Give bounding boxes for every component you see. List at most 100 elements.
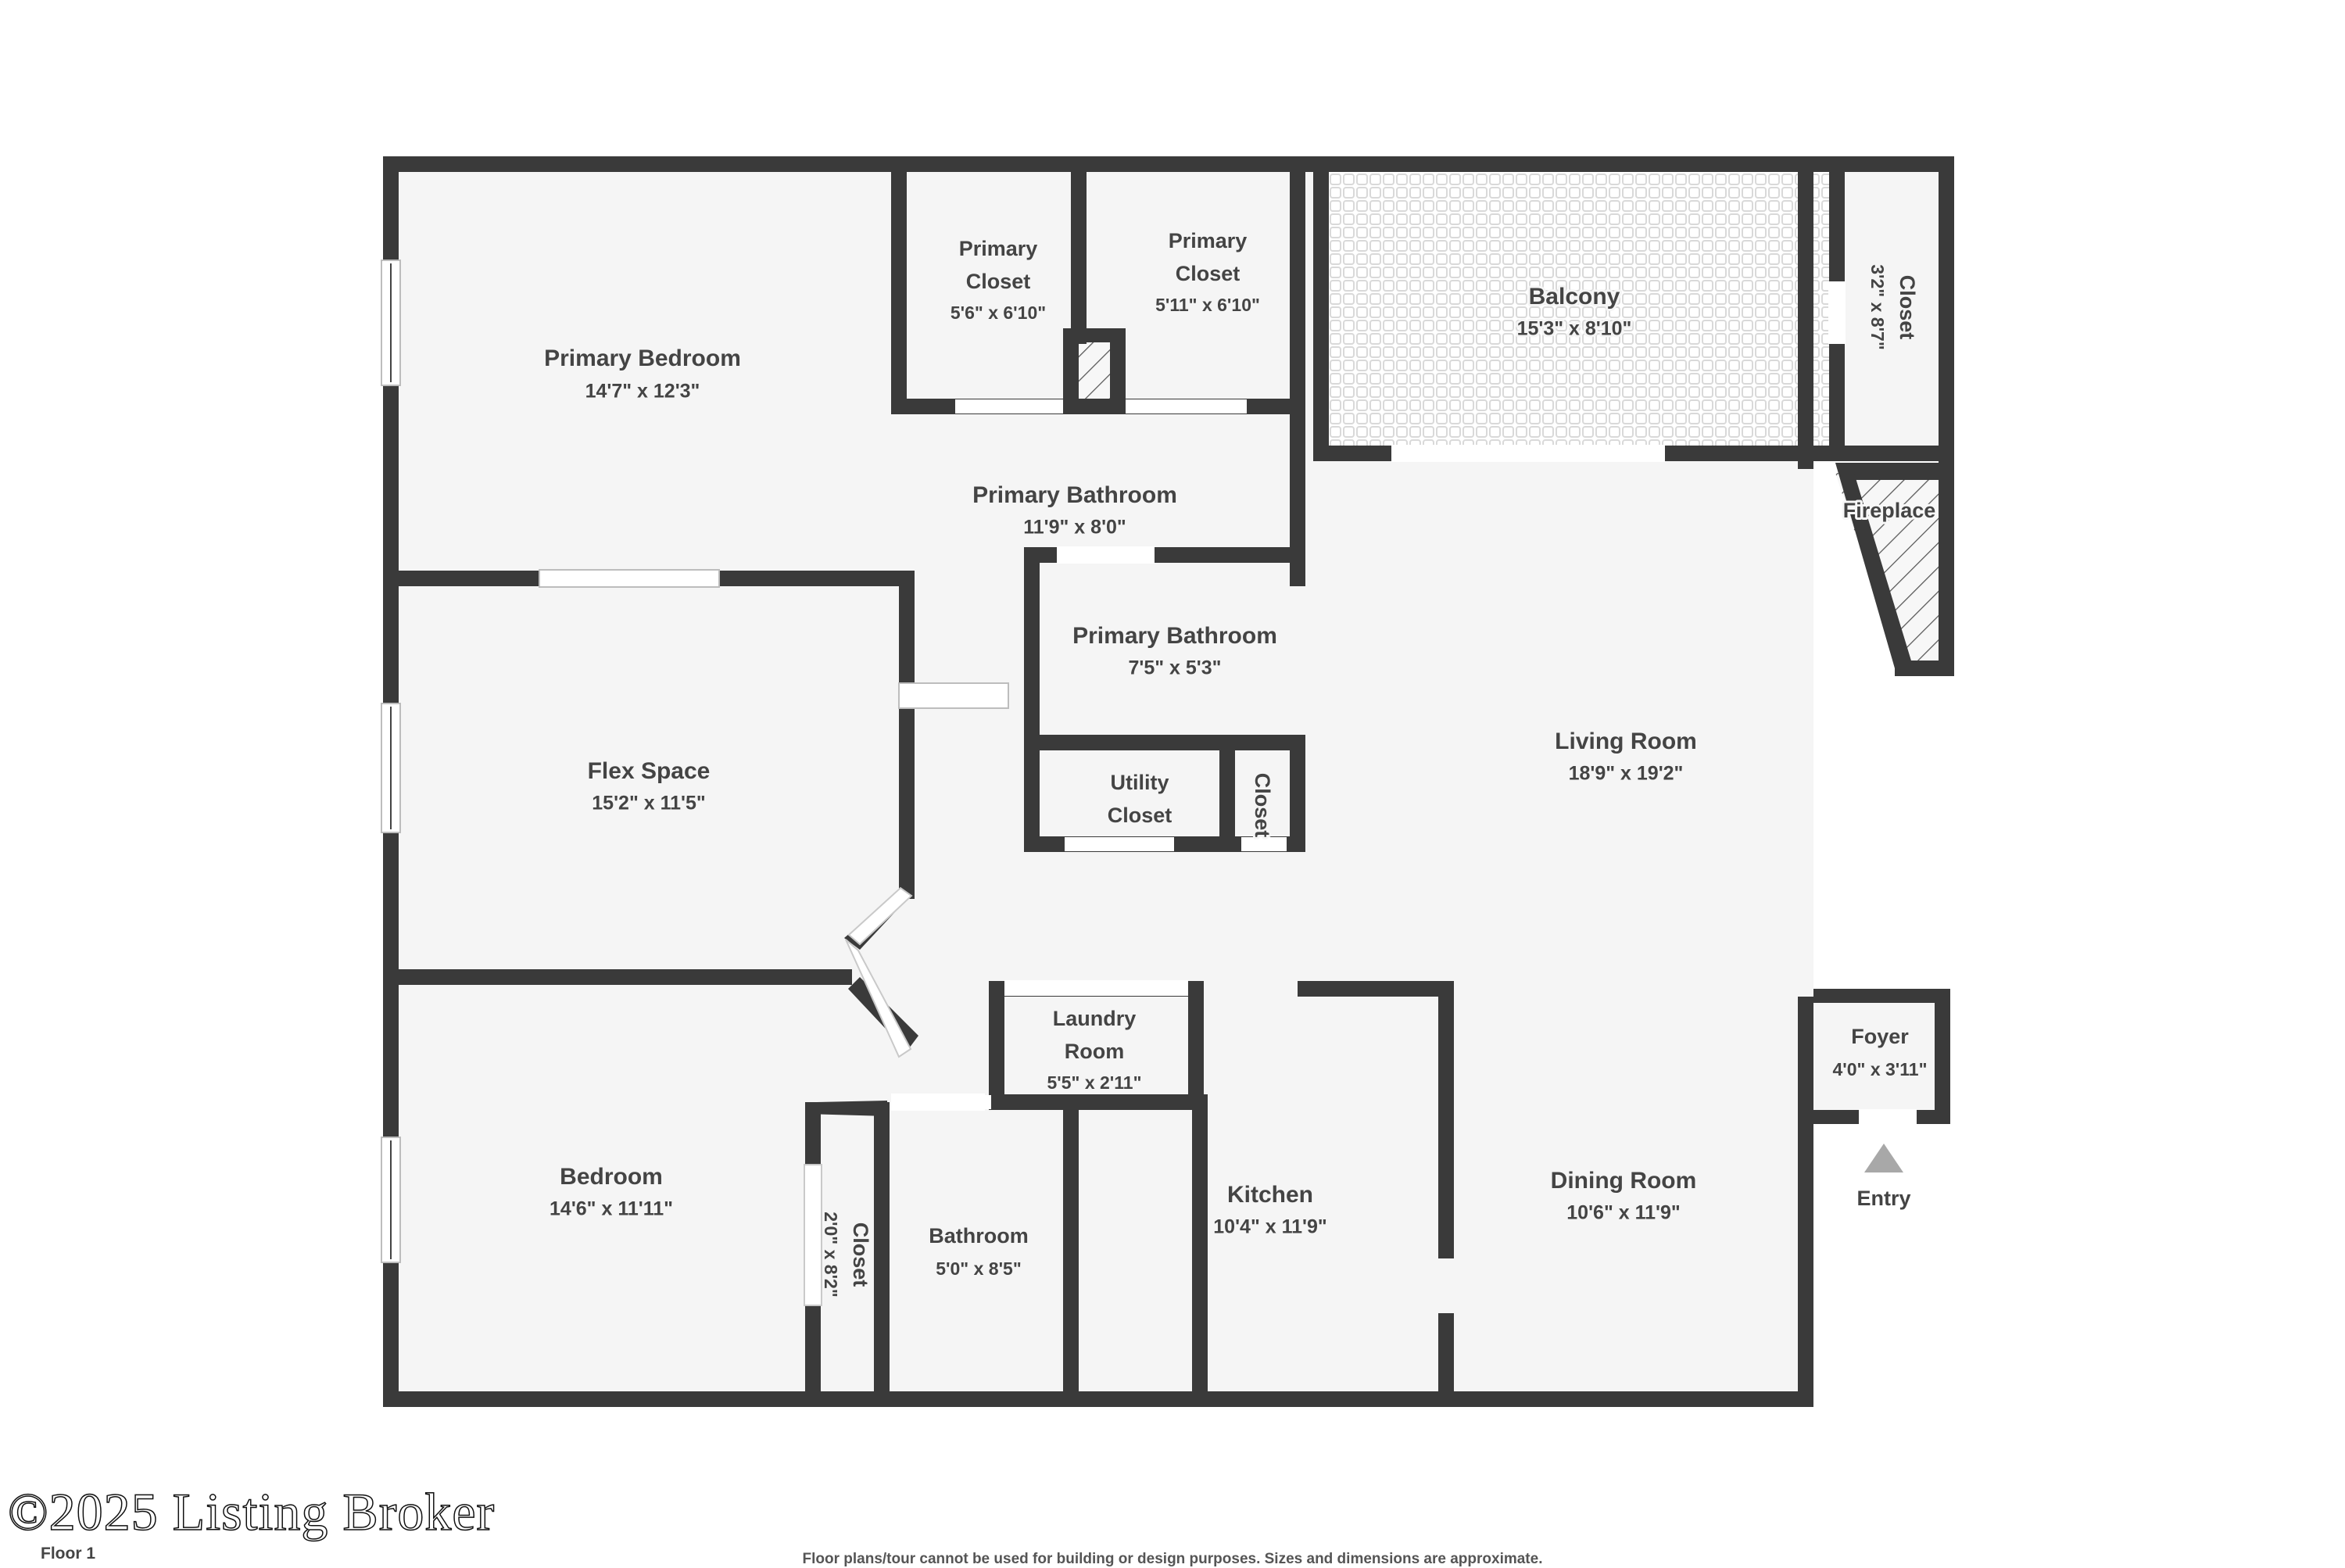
wall-kitchen-left bbox=[1192, 1094, 1208, 1407]
label-living-room-dim: 18'9" x 19'2" bbox=[1569, 763, 1684, 785]
label-foyer-dim: 4'0" x 3'11" bbox=[1832, 1059, 1927, 1079]
label-foyer-name: Foyer bbox=[1851, 1025, 1909, 1048]
label-closet-balcony-dim: 3'2" x 8'7" bbox=[1867, 264, 1888, 350]
wall-fireplace-top bbox=[1835, 463, 1954, 480]
door-laundry-top bbox=[1004, 980, 1188, 996]
disclaimer-text: Floor plans/tour cannot be used for buil… bbox=[802, 1551, 1543, 1567]
wall-column-top bbox=[1063, 328, 1126, 342]
label-laundry-room-line2: Room bbox=[1065, 1040, 1125, 1063]
door-bedroom-closet bbox=[804, 1164, 822, 1306]
door-angled-upper-panel bbox=[847, 886, 913, 946]
wall-column-left bbox=[1063, 328, 1079, 414]
door-primary-closet-1 bbox=[955, 399, 1063, 413]
wall-balcony-top bbox=[1313, 156, 1954, 172]
wall-primary-bedroom-right bbox=[891, 156, 907, 414]
wall-right-upper bbox=[1798, 156, 1813, 469]
wall-column-right bbox=[1110, 328, 1126, 414]
wall-utility-left bbox=[1024, 750, 1040, 852]
label-flex-space-dim: 15'2" x 11'5" bbox=[592, 793, 705, 814]
wall-balcony-left bbox=[1313, 156, 1329, 461]
label-kitchen-name: Kitchen bbox=[1227, 1182, 1313, 1208]
wall-right-foyer-left bbox=[1798, 997, 1813, 1122]
wall-laundry-left bbox=[989, 981, 1004, 1098]
door-primary-bath2-top bbox=[1057, 546, 1155, 564]
label-closet-bedroom-group: Closet 2'0" x 8'2" bbox=[818, 1209, 875, 1300]
wall-kitchen-right-upper bbox=[1438, 981, 1454, 1258]
label-kitchen-dim: 10'4" x 11'9" bbox=[1213, 1216, 1326, 1238]
label-primary-bath-1-dim: 11'9" x 8'0" bbox=[1023, 517, 1126, 539]
label-entry-name: Entry bbox=[1856, 1187, 1910, 1210]
label-utility-closet-line2: Closet bbox=[1108, 804, 1172, 827]
door-primary-closet-2 bbox=[1126, 399, 1247, 413]
window-flex-top bbox=[539, 569, 720, 588]
wall-foyer-top bbox=[1813, 989, 1950, 1003]
label-dining-room-name: Dining Room bbox=[1551, 1168, 1697, 1194]
wall-primary-bath-right-lower bbox=[1290, 446, 1305, 586]
balcony-floor bbox=[1313, 158, 1845, 455]
label-bedroom-dim: 14'6" x 11'11" bbox=[550, 1198, 673, 1220]
label-primary-closet-1-name-line1: Primary bbox=[959, 237, 1038, 260]
label-bedroom-name: Bedroom bbox=[560, 1164, 663, 1190]
label-balcony-dim: 15'3" x 8'10" bbox=[1517, 318, 1632, 340]
wall-kitchen-top bbox=[1298, 981, 1454, 997]
door-bathroom bbox=[891, 1094, 985, 1111]
room-labels: Primary Bedroom 14'7" x 12'3" Primary Cl… bbox=[542, 227, 1938, 1300]
label-closet-bedroom-name: Closet bbox=[849, 1223, 872, 1287]
label-primary-bath-2-name: Primary Bathroom bbox=[1072, 623, 1277, 649]
wall-foyer-bottom-right bbox=[1915, 1110, 1950, 1124]
wall-primary-bath2-left bbox=[1024, 547, 1040, 750]
wall-bedroom-closet-right bbox=[874, 1102, 890, 1407]
label-flex-space-name: Flex Space bbox=[588, 758, 711, 784]
label-primary-closet-1-dim: 5'6" x 6'10" bbox=[951, 303, 1046, 323]
label-laundry-room-dim: 5'5" x 2'11" bbox=[1047, 1072, 1141, 1093]
wall-bathroom-right bbox=[1063, 1102, 1079, 1407]
label-closet-bedroom-dim: 2'0" x 8'2" bbox=[821, 1212, 841, 1298]
label-primary-bath-1-name: Primary Bathroom bbox=[972, 482, 1177, 508]
balcony-closet-fill bbox=[1845, 158, 1946, 455]
wall-fireplace-diagonal bbox=[1835, 463, 1914, 668]
label-closet-utility-name: Closet bbox=[1251, 773, 1274, 838]
door-angled-lower-panel bbox=[845, 939, 912, 1058]
wall-closet-utility-right bbox=[1290, 750, 1305, 852]
wall-closet-balcony-bottom bbox=[1845, 446, 1954, 461]
label-primary-bedroom-dim: 14'7" x 12'3" bbox=[585, 381, 700, 403]
wall-flex-right-lower bbox=[899, 707, 915, 899]
label-closet-balcony-name: Closet bbox=[1896, 275, 1919, 340]
wall-fireplace-right bbox=[1939, 463, 1954, 676]
wall-flex-right-upper bbox=[899, 571, 915, 684]
label-fireplace-name: Fireplace bbox=[1843, 499, 1936, 522]
label-primary-bath-2-dim: 7'5" x 5'3" bbox=[1128, 657, 1221, 679]
wall-kitchen-right-lower bbox=[1438, 1313, 1454, 1407]
label-primary-closet-2-name-line2: Closet bbox=[1176, 262, 1241, 285]
label-primary-bedroom-name: Primary Bedroom bbox=[544, 345, 741, 371]
foyer-fill bbox=[1813, 997, 1950, 1118]
label-balcony-name: Balcony bbox=[1529, 284, 1620, 310]
label-bathroom-name: Bathroom bbox=[929, 1224, 1029, 1248]
openings bbox=[381, 260, 1917, 1306]
door-utility-closet bbox=[1065, 837, 1174, 851]
door-balcony-closet bbox=[1828, 281, 1846, 344]
floor-label: Floor 1 bbox=[41, 1545, 96, 1563]
wall-bedroom-top bbox=[383, 969, 852, 985]
label-primary-closet-1-name-line2: Closet bbox=[966, 270, 1031, 293]
label-living-room-name: Living Room bbox=[1555, 729, 1697, 754]
wall-utility-right bbox=[1219, 750, 1235, 852]
label-bathroom-dim: 5'0" x 8'5" bbox=[936, 1258, 1022, 1279]
wall-between-primary-closets bbox=[1071, 156, 1087, 344]
wall-closet-balcony-left-lower bbox=[1829, 344, 1845, 461]
wall-primary-bath-right-upper bbox=[1290, 156, 1305, 477]
wall-right-lower bbox=[1798, 1118, 1813, 1407]
label-primary-closet-2-name-line1: Primary bbox=[1169, 229, 1248, 252]
entry-arrow-icon bbox=[1864, 1144, 1903, 1172]
label-closet-balcony-group: Closet 3'2" x 8'7" bbox=[1865, 262, 1921, 353]
wall-closet-balcony-left-upper bbox=[1829, 172, 1845, 281]
wall-exterior-bottom bbox=[383, 1391, 1813, 1407]
wall-bedroom-closet-angle bbox=[805, 1101, 887, 1116]
wall-foyer-bottom-left bbox=[1813, 1110, 1860, 1124]
label-primary-closet-2-dim: 5'11" x 6'10" bbox=[1155, 295, 1260, 315]
wall-foyer-right bbox=[1935, 989, 1950, 1122]
wall-laundry-right bbox=[1188, 981, 1204, 1098]
door-closet-utility bbox=[1241, 837, 1287, 851]
